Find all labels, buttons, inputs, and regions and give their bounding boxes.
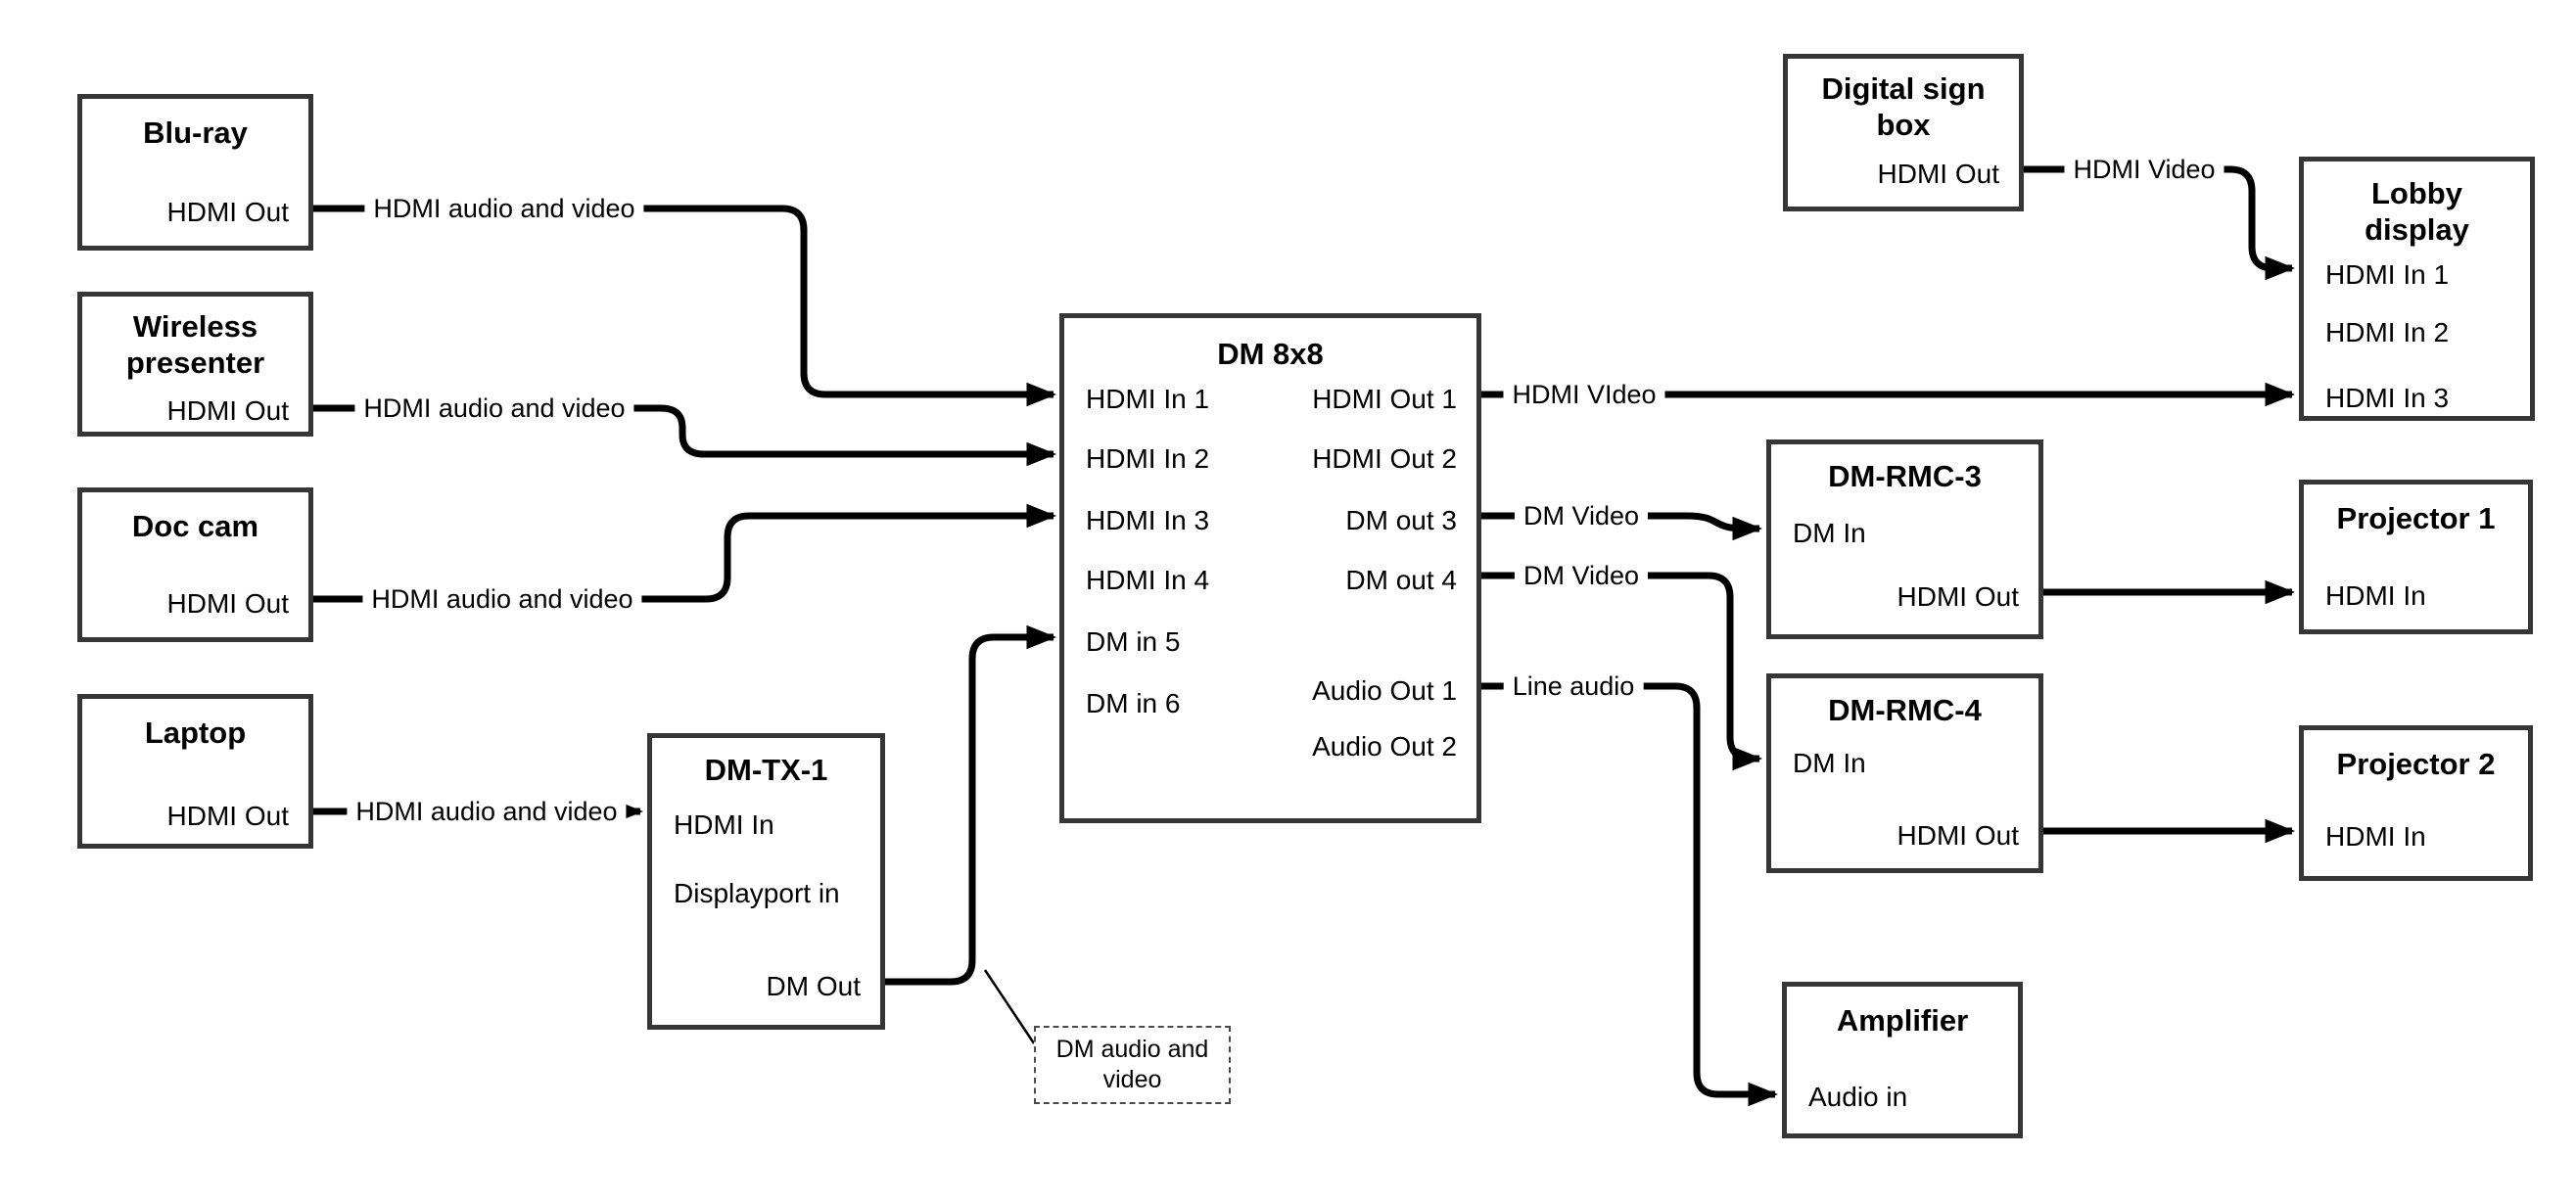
- node-projector-1: Projector 1 HDMI In: [2299, 480, 2533, 634]
- edge-dm8x8-out4-to-rmc4: [1481, 572, 1763, 771]
- node-amplifier: Amplifier Audio in: [1782, 982, 2023, 1138]
- node-title: DM-TX-1: [704, 753, 828, 787]
- port-hdmi-in-1: HDMI In 1: [1086, 384, 1210, 414]
- port-hdmi-out: HDMI Out: [166, 801, 289, 831]
- port-hdmi-in-2: HDMI In 2: [1086, 443, 1210, 474]
- node-laptop: Laptop HDMI Out: [77, 694, 313, 849]
- node-dm-tx-1: DM-TX-1 HDMI In Displayport in DM Out: [647, 733, 885, 1030]
- port-hdmi-out: HDMI Out: [1897, 581, 2019, 612]
- port-hdmi-out: HDMI Out: [1877, 159, 1999, 189]
- node-title: DM-RMC-4: [1828, 693, 1982, 727]
- node-digital-sign-box: Digital sign box HDMI Out: [1783, 54, 2024, 211]
- port-dm-out-4: DM out 4: [1345, 565, 1457, 595]
- node-dm-8x8: DM 8x8 HDMI In 1 HDMI In 2 HDMI In 3 HDM…: [1059, 313, 1481, 823]
- edge-label-hdmi-video-out1: HDMI VIdeo: [1503, 378, 1665, 411]
- node-wireless-presenter: Wireless presenter HDMI Out: [77, 292, 313, 437]
- edge-dm8x8-out3-to-rmc3: [1481, 512, 1763, 541]
- port-dm-in-6: DM in 6: [1086, 688, 1181, 718]
- port-hdmi-out: HDMI Out: [166, 197, 289, 227]
- node-title: DM-RMC-3: [1828, 459, 1982, 493]
- node-title: Wireless presenter: [125, 309, 265, 380]
- port-hdmi-in-4: HDMI In 4: [1086, 565, 1210, 595]
- port-hdmi-out: HDMI Out: [166, 588, 289, 619]
- edge-label-bluray: HDMI audio and video: [364, 192, 644, 225]
- annotation-dm-audio-and-video: DM audio and video: [1034, 1026, 1231, 1104]
- port-hdmi-in: HDMI In: [2325, 580, 2426, 611]
- port-hdmi-out-2: HDMI Out 2: [1312, 443, 1457, 474]
- port-hdmi-out: HDMI Out: [166, 395, 289, 426]
- port-hdmi-in: HDMI In: [2325, 821, 2426, 852]
- port-hdmi-in-1: HDMI In 1: [2325, 259, 2450, 290]
- node-title: Lobby display: [2365, 176, 2469, 247]
- node-title: Laptop: [144, 716, 247, 750]
- port-hdmi-out: HDMI Out: [1897, 820, 2019, 851]
- node-title: DM 8x8: [1217, 337, 1324, 371]
- edge-label-dm-video-out4: DM Video: [1514, 559, 1649, 592]
- edge-label-line-audio: Line audio: [1503, 670, 1644, 703]
- edge-doccam-to-dm8x8-in3: [313, 503, 1057, 603]
- node-title: Projector 1: [2336, 501, 2496, 535]
- edge-label-dm-video-out3: DM Video: [1514, 499, 1649, 532]
- annotation-leader-line: [983, 969, 1036, 1044]
- port-hdmi-in: HDMI In: [674, 809, 774, 840]
- node-title: Amplifier: [1836, 1003, 1969, 1038]
- edge-label-hdmi-video-sign: HDMI Video: [2064, 153, 2225, 186]
- port-dm-out-3: DM out 3: [1345, 505, 1457, 535]
- port-audio-out-2: Audio Out 2: [1312, 731, 1457, 762]
- edge-sign-to-lobby-in1: [2024, 165, 2296, 281]
- node-doc-cam: Doc cam HDMI Out: [77, 487, 313, 642]
- node-title: Projector 2: [2336, 747, 2496, 781]
- node-dm-rmc-3: DM-RMC-3 DM In HDMI Out: [1766, 439, 2043, 639]
- node-title: Doc cam: [131, 509, 259, 543]
- edge-label-laptop: HDMI audio and video: [347, 795, 627, 828]
- port-hdmi-out-1: HDMI Out 1: [1312, 384, 1457, 414]
- node-title: Blu-ray: [143, 115, 248, 150]
- node-projector-2: Projector 2 HDMI In: [2299, 725, 2533, 881]
- port-audio-out-1: Audio Out 1: [1312, 675, 1457, 706]
- edge-label-wireless: HDMI audio and video: [354, 392, 634, 425]
- port-dm-out: DM Out: [766, 971, 861, 1001]
- port-dm-in-5: DM in 5: [1086, 626, 1181, 657]
- port-hdmi-in-2: HDMI In 2: [2325, 317, 2450, 347]
- edge-dm8x8-audio1-to-amp: [1481, 682, 1779, 1107]
- edge-label-doccam: HDMI audio and video: [362, 582, 642, 616]
- port-dm-in: DM In: [1793, 748, 1866, 778]
- port-audio-in: Audio in: [1808, 1082, 1908, 1112]
- edge-dmtx1-to-dm8x8-in5: [885, 624, 1057, 986]
- node-bluray: Blu-ray HDMI Out: [77, 94, 313, 251]
- port-hdmi-in-3: HDMI In 3: [2325, 383, 2450, 413]
- port-dm-in: DM In: [1793, 518, 1866, 548]
- node-lobby-display: Lobby display HDMI In 1 HDMI In 2 HDMI I…: [2299, 157, 2535, 421]
- edge-wireless-to-dm8x8-in2: [313, 404, 1057, 467]
- node-title: Digital sign box: [1821, 71, 1986, 142]
- port-hdmi-in-3: HDMI In 3: [1086, 505, 1210, 535]
- port-displayport-in: Displayport in: [674, 878, 840, 908]
- edge-bluray-to-dm8x8-in1: [313, 205, 1057, 407]
- node-dm-rmc-4: DM-RMC-4 DM In HDMI Out: [1766, 673, 2043, 873]
- annotation-text: DM audio and video: [1055, 1036, 1209, 1093]
